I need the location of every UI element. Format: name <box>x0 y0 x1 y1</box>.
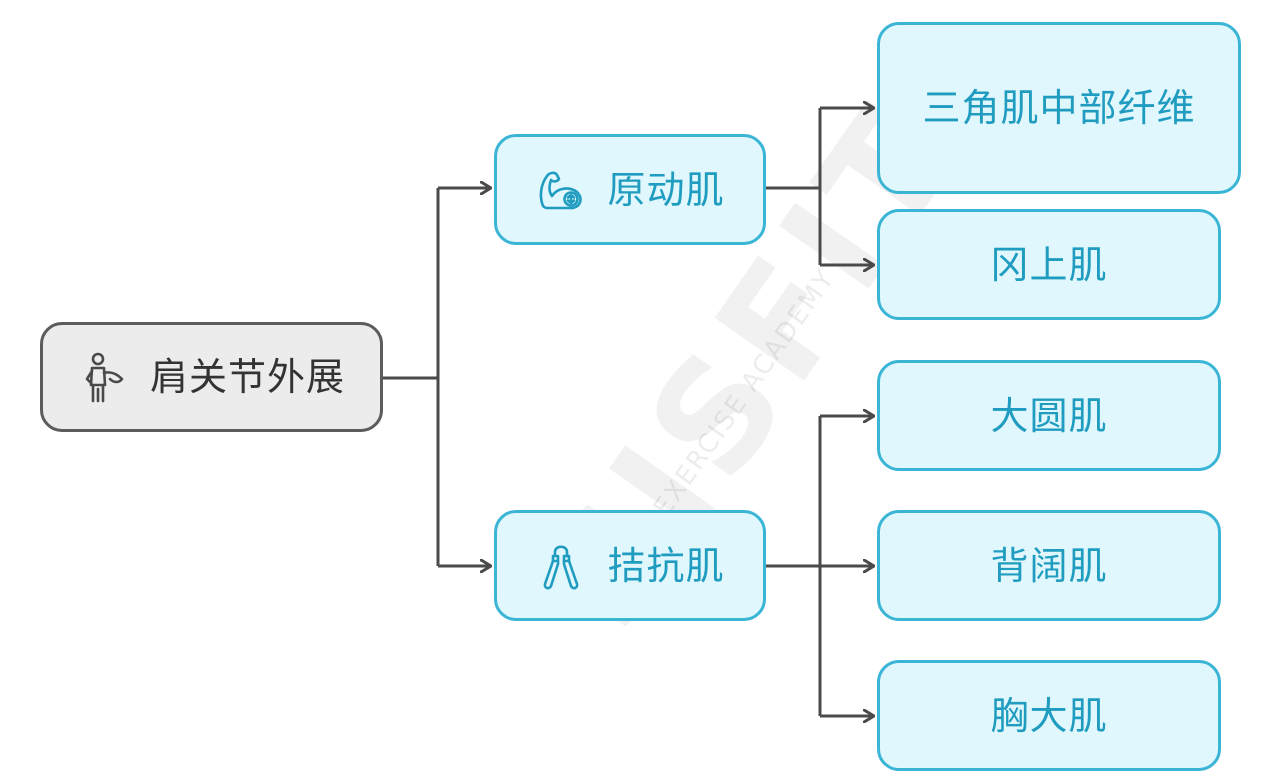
leaf-label: 冈上肌 <box>990 242 1108 287</box>
flexed-biceps-icon <box>540 171 583 209</box>
leaf-label: 胸大肌 <box>990 693 1108 738</box>
antagonist-label: 拮抗肌 <box>607 543 725 588</box>
agonist-label: 原动肌 <box>607 167 725 212</box>
leaf-node-middle-deltoid: 三角肌中部纤维 <box>877 22 1241 194</box>
person-stretch-icon <box>85 352 124 403</box>
leaf-node-pectoralis-major: 胸大肌 <box>877 660 1221 771</box>
agonist-node: 原动肌 <box>494 134 766 245</box>
leaf-label: 大圆肌 <box>990 393 1108 438</box>
antagonist-node: 拮抗肌 <box>494 510 766 621</box>
root-node: 肩关节外展 <box>40 322 383 432</box>
leaf-label: 三角肌中部纤维 <box>922 86 1196 130</box>
leaf-node-supraspinatus: 冈上肌 <box>877 209 1221 320</box>
leaf-label: 背阔肌 <box>990 543 1108 588</box>
leaf-node-teres-major: 大圆肌 <box>877 360 1221 471</box>
leaf-node-latissimus-dorsi: 背阔肌 <box>877 510 1221 621</box>
root-label: 肩关节外展 <box>149 355 345 399</box>
hand-grip-icon <box>544 544 579 589</box>
